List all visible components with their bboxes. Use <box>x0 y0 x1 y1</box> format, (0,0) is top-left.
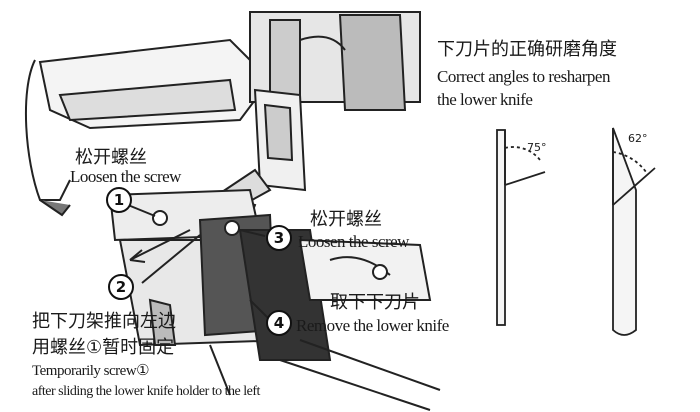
step1-en: Loosen the screw <box>70 167 181 186</box>
step4-number: 4 <box>266 310 292 336</box>
knife-75-degree-diagram <box>496 129 546 326</box>
step3-en: Loosen the screw <box>298 232 409 251</box>
step2-number: 2 <box>108 274 134 300</box>
step3-number: 3 <box>266 225 292 251</box>
angle-label-62: 62° <box>628 132 648 145</box>
title-zh: 下刀片的正确研磨角度 <box>437 39 617 60</box>
step4-en: Remove the lower knife <box>296 316 449 335</box>
step4-zh: 取下下刀片 <box>330 292 420 313</box>
step1-zh: 松开螺丝 <box>75 147 147 168</box>
step2-zh-line2: 用螺丝①暂时固定 <box>32 337 175 358</box>
step2-en-line2: after sliding the lower knife holder to … <box>32 384 260 399</box>
knife-62-degree-diagram <box>612 127 656 336</box>
angle-label-75: 75° <box>527 141 547 154</box>
title-en-line1: Correct angles to resharpen <box>437 67 610 86</box>
title-en-line2: the lower knife <box>437 90 533 109</box>
step1-number: 1 <box>106 187 132 213</box>
step3-zh: 松开螺丝 <box>310 209 382 230</box>
step2-zh-line1: 把下刀架推向左边 <box>32 311 176 332</box>
step2-en-line1: Temporarily screw① <box>32 363 150 379</box>
